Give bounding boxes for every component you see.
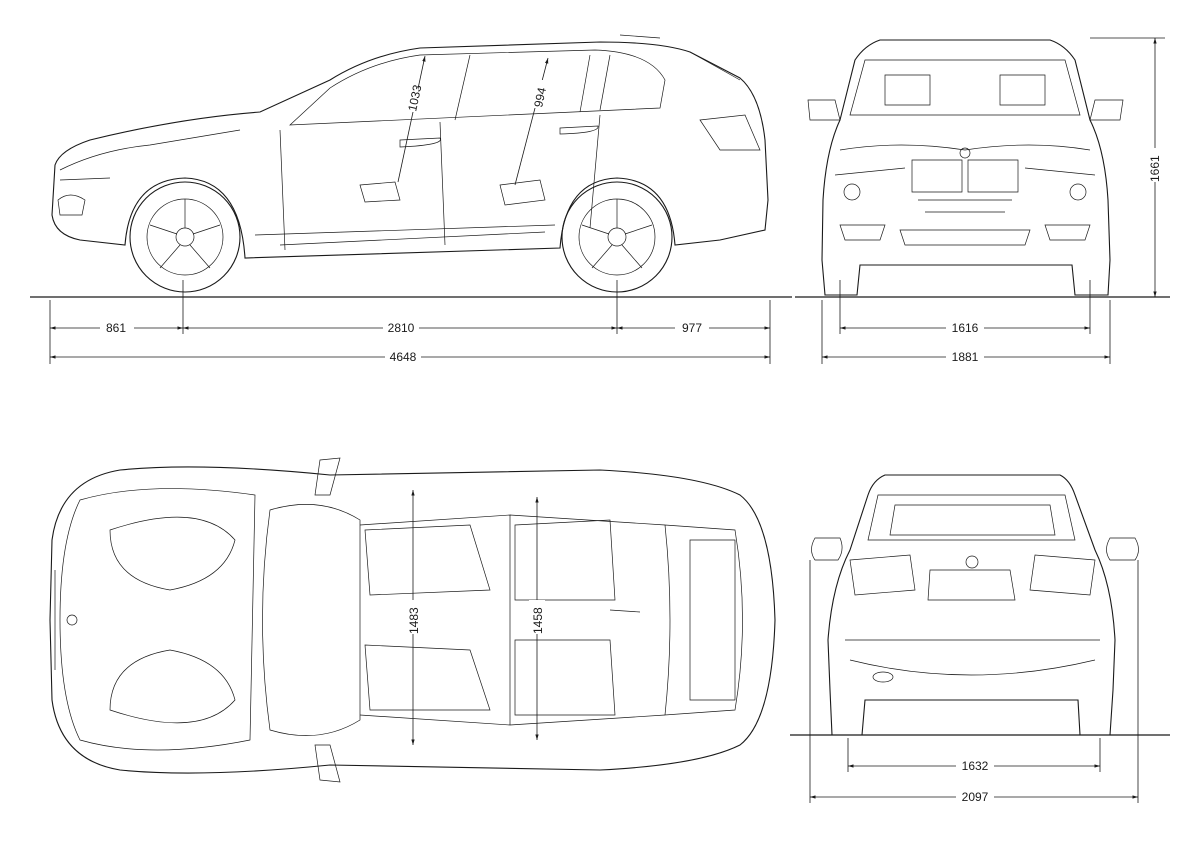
rear-shoulder-label: 1458: [531, 607, 545, 634]
rear-dimensions: 1632 2097: [809, 560, 1139, 805]
width-with-mirrors-label: 2097: [962, 790, 989, 804]
side-dimensions: 861 2810 977 4648: [49, 280, 771, 365]
headroom-front-line: [397, 55, 426, 183]
top-dimensions: 1483 1458: [405, 490, 545, 745]
headroom-rear-label: 994: [531, 86, 549, 109]
rear-body-outline: [811, 474, 1139, 736]
wheelbase-label: 2810: [388, 321, 415, 335]
top-view: 1483 1458: [49, 457, 776, 783]
front-shoulder-label: 1483: [407, 607, 421, 634]
rear-wheel: [561, 181, 673, 293]
overall-length-label: 4648: [390, 350, 417, 364]
height-label: 1661: [1148, 155, 1162, 182]
front-wheel: [129, 181, 241, 293]
headroom-front-label: 1033: [405, 83, 424, 112]
rear-view: 1632 2097: [790, 474, 1170, 805]
top-body-outline: [49, 457, 776, 783]
side-view: 1033 994 861 2810 977 4648: [30, 34, 792, 365]
front-track-label: 1616: [952, 321, 979, 335]
headroom-rear-line: [514, 57, 549, 186]
front-overhang-label: 861: [106, 321, 126, 335]
width-label: 1881: [952, 350, 979, 364]
rear-track-label: 1632: [962, 759, 989, 773]
side-body-outline: [51, 34, 769, 259]
rear-overhang-label: 977: [682, 321, 702, 335]
front-dimensions: 1661 1616 1881: [821, 37, 1165, 365]
front-body-outline: [807, 39, 1124, 296]
front-view: 1661 1616 1881: [795, 37, 1170, 365]
